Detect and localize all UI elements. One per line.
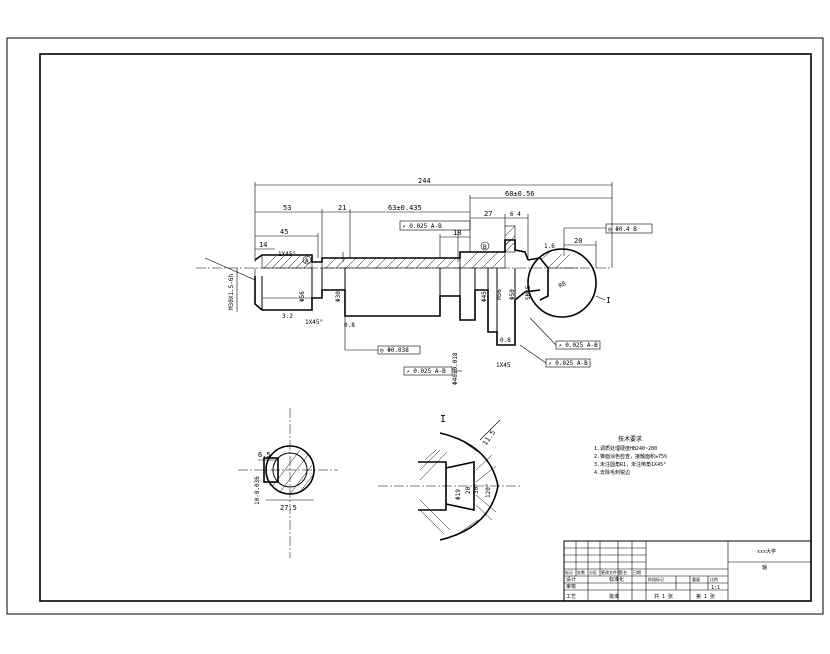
- detail-angle: 11.5: [481, 429, 497, 447]
- dim-phi30: Φ30: [335, 291, 342, 302]
- tol-runout-right2: ↗ 0.025 A-B: [548, 360, 588, 367]
- datum-a-marker: A: [305, 258, 309, 265]
- dim-chamfer-3: 1X45: [496, 362, 511, 369]
- notes-item-4: 4.去除毛刺锐边: [594, 469, 630, 476]
- inner-frame: [39, 53, 812, 602]
- detail-ref-label: I: [606, 296, 611, 305]
- tb-col-date: 日期: [633, 569, 641, 575]
- tb-sheets: 共 1 张: [654, 593, 673, 600]
- dim-20: 20: [574, 237, 582, 245]
- dim-m56: M56: [496, 289, 503, 300]
- detail-dim-4: 120°: [485, 484, 492, 498]
- tb-stage: 阶段标记: [648, 576, 664, 582]
- geometric-tolerances: ↗ 0.025 A-B ◎ Φ0.4 B ◎ Φ0.038 ↗ 0.025 A-…: [344, 220, 653, 376]
- dim-chamfer-2: 1X45°: [305, 319, 323, 326]
- section-height: 10-0.036: [254, 476, 261, 505]
- datum-b-marker: B: [483, 244, 487, 251]
- tol-runout-bottom: ↗ 0.025 A-B: [406, 368, 446, 375]
- tb-col-sign: 签名: [619, 569, 627, 575]
- outer-frame: [6, 37, 824, 615]
- notes-title: 技术要求: [618, 435, 642, 443]
- section-width: 27.5: [280, 504, 297, 512]
- dim-27: 27: [484, 210, 492, 218]
- section-depth: 6.5: [258, 451, 271, 459]
- dim-left-thread: M30X1.5-6h: [228, 273, 235, 310]
- dim-14: 14: [259, 241, 267, 249]
- tb-col-doc: 更改文件号: [601, 569, 621, 575]
- detail-dim-2: 20: [465, 486, 472, 494]
- tol-position-bottom: ◎ Φ0.038: [380, 347, 409, 354]
- tol-runout-right1: ↗ 0.025 A-B: [558, 342, 598, 349]
- notes-item-2: 2.锥面涂色检查，接触面积≥75%: [594, 453, 667, 460]
- dim-overall: 244: [418, 177, 431, 185]
- dim-0-8b: 0.8: [500, 337, 511, 344]
- dim-45: 45: [280, 228, 288, 236]
- dim-r: R8: [558, 280, 568, 290]
- detail-dim-3: 30°: [473, 483, 480, 494]
- dim-phi-end: Φ50: [509, 289, 516, 300]
- dim-21: 21: [338, 204, 346, 212]
- tb-weight: 重量: [692, 576, 700, 582]
- hatch-upper: [261, 225, 516, 269]
- dim-18: 18: [453, 229, 461, 237]
- notes-item-1: 1.调质处理硬度HB240~280: [594, 445, 657, 452]
- tol-circle-right: ◎ Φ0.4 B: [608, 226, 637, 233]
- dim-0-8a: 0.8: [344, 322, 355, 329]
- dim-phi45: Φ45: [481, 291, 488, 302]
- detail-label: I: [440, 414, 446, 425]
- detail-dim-1: Φ19: [455, 489, 462, 500]
- dim-6-4: 6 4: [510, 211, 521, 218]
- dim-63: 63±0.435: [388, 204, 422, 212]
- title-block: 标记 处数 分区 更改文件号 签名 日期 设计 审核 工艺 标准化 批准 阶段标…: [563, 540, 812, 602]
- tb-approve: 批准: [609, 593, 619, 600]
- dim-phi40: Φ40±0.018: [452, 352, 459, 385]
- dim-68: 68±0.56: [505, 190, 535, 198]
- dim-53: 53: [283, 204, 291, 212]
- notes-item-3: 3.未注圆角R1，未注倒角1X45°: [594, 461, 666, 468]
- tb-scale: 1:1: [711, 585, 720, 591]
- detail-view-i: I 11.5 Φ19 20 30° 120°: [378, 414, 520, 541]
- tb-std: 标准化: [609, 576, 624, 583]
- tb-col-count: 处数: [577, 569, 585, 575]
- dim-r-small: 3.2: [282, 313, 293, 320]
- tb-row-design: 设计: [566, 576, 576, 583]
- tb-row-check: 审核: [566, 583, 576, 590]
- tb-part-name: 轴: [762, 564, 767, 571]
- dim-phi56: Φ56: [299, 291, 306, 302]
- section-view: 6.5 27.5 10-0.036: [238, 408, 338, 558]
- technical-notes: 技术要求 1.调质处理硬度HB240~280 2.锥面涂色检查，接触面积≥75%…: [594, 435, 667, 476]
- tol-runout-top: ↗ 0.025 A-B: [402, 223, 442, 230]
- tb-row-process: 工艺: [566, 594, 576, 600]
- shaft-main-view: I A B: [196, 225, 612, 346]
- dimension-lines: 244 53 21 63±0.435 45 14 68±0.56 27 6 4 …: [204, 177, 613, 385]
- dim-chamfer-1: 1X45°: [278, 251, 296, 258]
- tb-sheet-no: 第 1 张: [696, 593, 715, 600]
- dim-1-6: 1.6: [544, 243, 555, 250]
- tb-scale-label: 比例: [710, 576, 718, 582]
- dim-sr: SR15: [525, 285, 532, 300]
- tb-col-mark: 标记: [565, 569, 573, 575]
- tb-col-zone: 分区: [589, 569, 597, 575]
- tb-school: xxx大学: [757, 548, 776, 555]
